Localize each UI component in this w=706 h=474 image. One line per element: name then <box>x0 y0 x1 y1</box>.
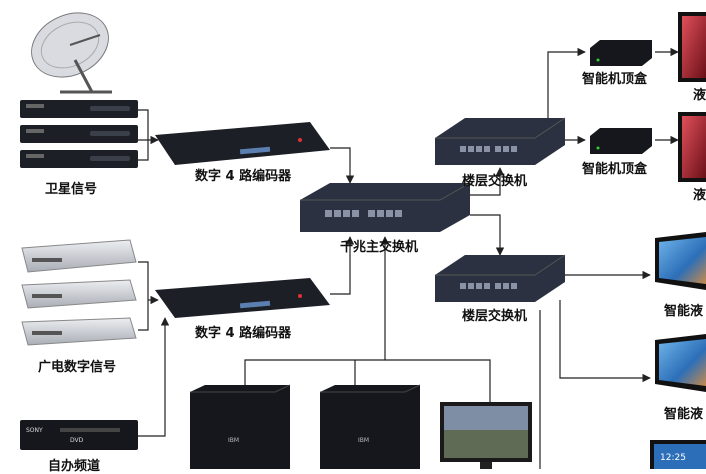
label-satellite: 卫星信号 <box>45 182 98 197</box>
line-monitor <box>385 359 491 402</box>
server1-brand: IBM <box>228 437 239 444</box>
satellite-receiver-3 <box>20 150 138 168</box>
server-1: IBM <box>190 384 291 469</box>
cable-receiver-2 <box>21 279 137 309</box>
dvd-player: SONY DVD <box>20 420 138 450</box>
label-stb-bottom: 智能机顶盒 <box>582 162 648 177</box>
core-switch <box>300 182 471 232</box>
line-satellite-bracket <box>138 109 149 161</box>
line-floor2-tv2 <box>559 300 651 383</box>
server2-brand: IBM <box>358 437 369 444</box>
label-tv-edge-bottom: 液 <box>693 188 706 203</box>
dvd-logo: DVD <box>70 437 84 444</box>
encoder-bottom <box>155 278 330 318</box>
floor-switch-top <box>435 117 566 165</box>
label-core-switch: 千兆主交换机 <box>340 240 419 255</box>
tv-edge-top <box>678 12 706 82</box>
satellite-receivers <box>20 100 138 168</box>
label-floor-switch-bottom: 楼层交换机 <box>462 309 528 324</box>
tv-edge-bottom <box>678 112 706 182</box>
encoder-top <box>155 122 330 165</box>
label-self-channel: 自办频道 <box>48 459 101 474</box>
label-encoder-top: 数字 4 路编码器 <box>195 169 292 184</box>
smart-tv-1 <box>655 232 706 290</box>
line-cable-bracket <box>138 261 149 331</box>
label-floor-switch-top: 楼层交换机 <box>462 174 528 189</box>
line-encoder2-core <box>330 236 355 295</box>
label-stb-top: 智能机顶盒 <box>582 72 648 87</box>
line-encoder1-core <box>330 147 355 184</box>
smart-tv-3: 12:25 <box>650 440 706 469</box>
line-core-floor2 <box>470 214 505 256</box>
stb-bottom <box>590 128 652 154</box>
connection-lines <box>138 47 679 469</box>
label-cable-tv: 广电数字信号 <box>38 360 117 375</box>
satellite-receiver-1 <box>20 100 138 118</box>
label-encoder-bottom: 数字 4 路编码器 <box>195 326 292 341</box>
line-floor1-stb1 <box>547 47 586 125</box>
stb-top <box>590 40 652 66</box>
cable-receivers <box>21 239 137 346</box>
server-2: IBM <box>320 384 421 469</box>
label-smart-tv-1: 智能液 <box>664 304 704 319</box>
monitor <box>440 402 532 469</box>
line-server-core <box>244 236 390 392</box>
cable-receiver-1 <box>21 239 137 273</box>
floor-switch-bottom <box>435 254 566 302</box>
satellite-receiver-2 <box>20 125 138 143</box>
tv-clock: 12:25 <box>660 453 686 463</box>
cable-receiver-3 <box>21 317 137 346</box>
label-tv-edge-top: 液 <box>693 88 706 103</box>
line-dvd-encoder <box>138 317 170 437</box>
line-core-floor1 <box>470 167 505 196</box>
smart-tv-2 <box>655 334 706 392</box>
dvd-brand: SONY <box>26 427 43 434</box>
satellite-dish-icon <box>31 12 112 94</box>
label-smart-tv-2: 智能液 <box>664 407 704 422</box>
